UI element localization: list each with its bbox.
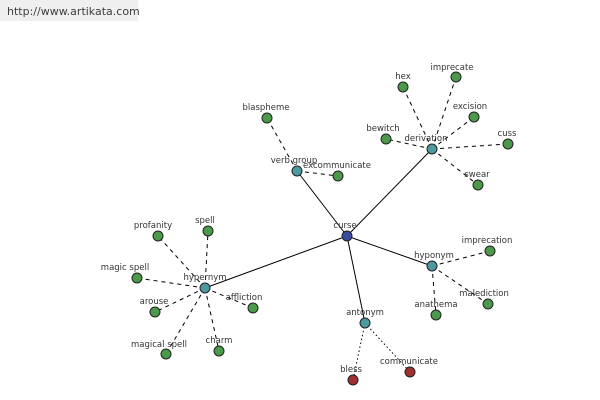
edge-derivation-hex (402, 86, 433, 150)
word-node-magic-spell[interactable] (131, 272, 143, 284)
word-node-profanity[interactable] (152, 230, 164, 242)
edge-root-derivation (346, 148, 433, 237)
edge-verb-group-excommunicate (296, 170, 339, 177)
word-label-arouse: arouse (140, 297, 169, 307)
word-node-malediction[interactable] (482, 298, 494, 310)
word-label-anathema: anathema (414, 300, 457, 310)
word-node-swear[interactable] (472, 179, 484, 191)
word-label-bless: bless (340, 365, 362, 375)
word-node-bewitch[interactable] (380, 133, 392, 145)
edge-hypernym-magic-spell (136, 277, 206, 289)
relation-label-hyponym: hyponym (414, 251, 454, 261)
edge-hypernym-arouse (154, 287, 206, 313)
edge-verb-group-blaspheme (266, 117, 298, 172)
relation-label-derivation: derivation (404, 134, 447, 144)
word-node-anathema[interactable] (430, 309, 442, 321)
edge-derivation-swear (431, 148, 479, 186)
word-node-bless[interactable] (347, 374, 359, 386)
edge-hyponym-anathema (431, 265, 437, 316)
watermark-url: http://www.artikata.com (7, 5, 140, 18)
word-node-affliction[interactable] (247, 302, 259, 314)
edge-root-hypernym (204, 235, 348, 289)
word-label-spell: spell (195, 216, 215, 226)
relation-node-verb-group[interactable] (291, 165, 303, 177)
word-label-excision: excision (453, 102, 487, 112)
word-node-charm[interactable] (213, 345, 225, 357)
word-label-cuss: cuss (498, 129, 517, 139)
word-label-imprecate: imprecate (430, 63, 473, 73)
edge-derivation-excision (431, 116, 475, 150)
root-node-curse[interactable] (341, 230, 353, 242)
relation-node-antonym[interactable] (359, 317, 371, 329)
word-node-imprecation[interactable] (484, 245, 496, 257)
edge-root-verb-group (296, 170, 348, 237)
relation-node-hyponym[interactable] (426, 260, 438, 272)
word-label-malediction: malediction (459, 289, 509, 299)
edge-root-hyponym (346, 235, 433, 267)
word-label-imprecation: imprecation (462, 236, 513, 246)
edge-hypernym-spell (204, 230, 209, 289)
edge-antonym-communicate (364, 322, 411, 373)
word-node-hex[interactable] (397, 81, 409, 93)
word-label-charm: charm (206, 336, 233, 346)
edge-hypernym-charm (204, 287, 220, 352)
relation-label-antonym: antonym (346, 308, 384, 318)
word-label-affliction: affliction (226, 293, 263, 303)
word-label-hex: hex (395, 72, 411, 82)
edge-derivation-cuss (431, 143, 509, 150)
relation-node-derivation[interactable] (426, 143, 438, 155)
relation-label-verb-group: verb group (271, 156, 318, 166)
edge-antonym-bless (352, 322, 366, 381)
graph-labels: curse verb group blaspheme excommunicate der… (101, 63, 517, 375)
word-node-magical-spell[interactable] (160, 348, 172, 360)
relation-node-hypernym[interactable] (199, 282, 211, 294)
relation-label-hypernym: hypernym (183, 273, 226, 283)
word-node-imprecate[interactable] (450, 71, 462, 83)
word-node-excommunicate[interactable] (332, 170, 344, 182)
word-node-communicate[interactable] (404, 366, 416, 378)
word-label-profanity: profanity (134, 221, 172, 231)
word-label-magic-spell: magic spell (101, 263, 149, 273)
edge-hypernym-profanity (157, 235, 206, 289)
word-label-excommunicate: excommunicate (303, 161, 371, 171)
word-label-communicate: communicate (380, 357, 438, 367)
word-label-swear: swear (464, 170, 490, 180)
word-node-spell[interactable] (202, 225, 214, 237)
word-node-cuss[interactable] (502, 138, 514, 150)
edge-hyponym-malediction (431, 265, 489, 305)
word-label-magical-spell: magical spell (131, 340, 187, 350)
word-label-blaspheme: blaspheme (243, 103, 290, 113)
graph-edges (136, 76, 509, 381)
word-node-arouse[interactable] (149, 306, 161, 318)
edge-hypernym-affliction (204, 287, 254, 309)
word-node-excision[interactable] (468, 111, 480, 123)
word-label-bewitch: bewitch (366, 124, 399, 134)
watermark-box: http://www.artikata.com (0, 0, 140, 21)
edge-root-antonym (346, 235, 366, 324)
root-label: curse (333, 221, 356, 231)
graph-nodes (131, 71, 514, 386)
word-node-blaspheme[interactable] (261, 112, 273, 124)
edge-hyponym-imprecation (431, 250, 491, 267)
